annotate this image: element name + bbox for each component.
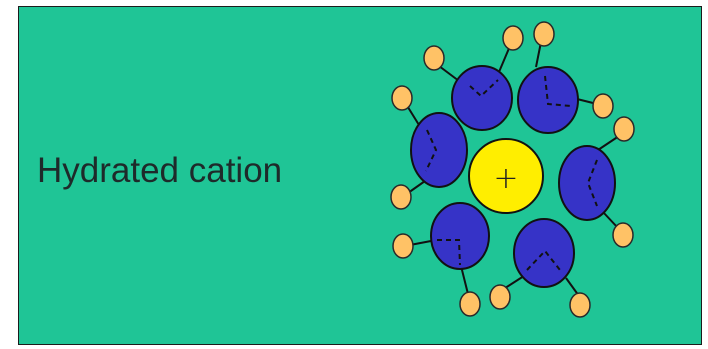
hydrogen-atom	[489, 284, 511, 310]
hydrogen-atom	[502, 25, 524, 51]
hydrogen-atom	[613, 116, 635, 142]
water-oxygen	[517, 66, 579, 134]
dashed-bond	[425, 129, 438, 172]
hydrogen-atom	[569, 292, 591, 318]
bond-line	[460, 265, 469, 295]
hydrogen-atom	[533, 21, 555, 47]
cation-charge: +	[493, 161, 518, 196]
hydrogen-atom	[392, 233, 414, 259]
hydrogen-atom	[459, 291, 481, 317]
hydrogen-atom	[592, 93, 614, 119]
hydrogen-atom	[390, 184, 412, 210]
hydrogen-atom	[391, 85, 413, 111]
water-oxygen	[451, 65, 513, 131]
bond-line	[597, 135, 620, 151]
dashed-bond	[469, 79, 499, 98]
hydrogen-atoms	[390, 21, 635, 318]
cation-circle	[468, 138, 544, 214]
hydrogen-atom	[612, 222, 634, 248]
water-oxygen	[558, 145, 616, 221]
water-oxygen	[513, 218, 575, 288]
hydrogen-atom	[423, 45, 445, 71]
dashed-bond	[544, 75, 572, 107]
cation: +	[468, 138, 544, 214]
dashed-bonds	[425, 75, 598, 271]
bond-line	[407, 180, 426, 194]
bond-line	[498, 45, 511, 73]
diagram-caption: Hydrated cation	[37, 151, 283, 190]
water-oxygen	[410, 112, 468, 188]
dashed-bond	[437, 239, 461, 266]
bond-line	[438, 65, 460, 82]
bond-line	[535, 41, 542, 68]
bond-line	[602, 211, 619, 229]
water-oxygen	[430, 202, 490, 270]
